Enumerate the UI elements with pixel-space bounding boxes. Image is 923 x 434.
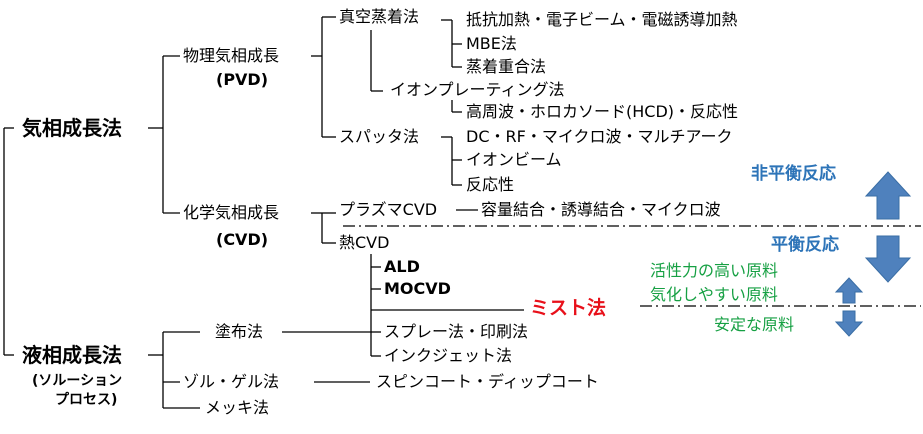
active-material-label: 活性力の高い原料 — [650, 261, 779, 280]
sputter-method: スパッタ法 — [339, 127, 420, 146]
plasma-cvd-items: 容量結合・誘導結合・マイクロ波 — [481, 200, 721, 219]
arrow-down-large-icon — [864, 235, 912, 283]
sputter-item: イオンビーム — [466, 150, 562, 169]
pvd-abbr: (PVD) — [216, 70, 269, 89]
vapor-phase-title: 気相成長法 — [22, 116, 122, 140]
solgel-method: ゾル・ゲル法 — [183, 372, 280, 391]
ion-plating: イオンプレーティング法 — [390, 80, 565, 99]
arrow-up-large-icon — [864, 171, 912, 220]
liquid-phase-subtitle: プロセス) — [55, 392, 118, 408]
coating-method: 塗布法 — [215, 322, 264, 341]
coating-item: スプレー法・印刷法 — [384, 322, 529, 341]
pvd-name: 物理気相成長 — [183, 46, 280, 65]
solgel-item: スピンコート・ディップコート — [376, 372, 599, 391]
vaporizable-material-label: 気化しやすい原料 — [650, 285, 778, 304]
plasma-cvd: プラズマCVD — [339, 200, 438, 219]
cvd-abbr: (CVD) — [216, 230, 269, 249]
mist-method: ミスト法 — [530, 297, 607, 319]
plating-method: メッキ法 — [205, 398, 270, 417]
arrow-down-small-icon — [834, 310, 864, 337]
thermal-cvd: 熱CVD — [339, 233, 390, 252]
vacuum-item: 抵抗加熱・電子ビーム・電磁誘導加熱 — [466, 10, 738, 29]
sputter-item: DC・RF・マイクロ波・マルチアーク — [466, 127, 733, 146]
stable-material-label: 安定な原料 — [714, 315, 795, 334]
vacuum-item: MBE法 — [466, 34, 517, 53]
thermal-item: MOCVD — [384, 279, 451, 298]
equilibrium-label: 平衡反応 — [771, 235, 839, 255]
liquid-phase-title: 液相成長法 — [22, 343, 122, 367]
ion-plating-item: 高周波・ホロカソード(HCD)・反応性 — [466, 102, 739, 121]
arrow-up-small-icon — [834, 277, 864, 304]
sputter-item: 反応性 — [466, 175, 515, 194]
thermal-item: ALD — [384, 257, 420, 276]
non-equilibrium-label: 非平衡反応 — [751, 164, 836, 184]
liquid-phase-subtitle: (ソルーション — [32, 373, 123, 389]
cvd-name: 化学気相成長 — [183, 203, 280, 222]
vacuum-item: 蒸着重合法 — [466, 57, 547, 76]
vacuum-deposition: 真空蒸着法 — [339, 7, 420, 26]
coating-item: インクジェット法 — [384, 346, 513, 365]
